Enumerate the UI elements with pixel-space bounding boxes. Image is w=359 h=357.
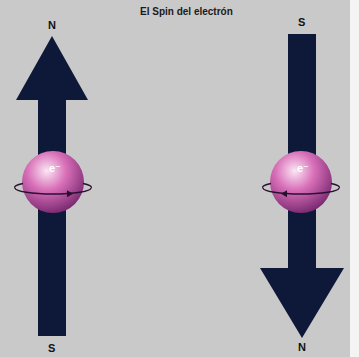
electron-ball — [270, 151, 332, 213]
electron-sphere: e⁻ — [259, 146, 343, 218]
diagram-title: El Spin del electrón — [140, 6, 233, 17]
sphere-drawing — [259, 146, 343, 218]
pole-label: S — [48, 342, 55, 354]
rotation-orbit — [263, 184, 271, 189]
rotation-orbit — [263, 188, 339, 194]
edge-strip — [350, 0, 359, 357]
electron-symbol: e⁻ — [297, 162, 309, 175]
spin-down-arrow — [260, 34, 344, 338]
electron-ball — [22, 151, 84, 213]
pole-label: N — [48, 19, 56, 31]
sphere-drawing — [11, 146, 95, 218]
pole-label: S — [298, 16, 305, 28]
rotation-orbit — [15, 184, 23, 189]
rotation-arrowhead — [67, 190, 73, 197]
rotation-arrowhead — [281, 190, 287, 197]
rotation-orbit — [331, 184, 339, 189]
rotation-orbit — [15, 188, 91, 194]
spin-up-arrow — [16, 36, 88, 336]
electron-symbol: e⁻ — [49, 162, 61, 175]
electron-sphere: e⁻ — [11, 146, 95, 218]
rotation-orbit — [83, 184, 91, 189]
pole-label: N — [298, 341, 306, 353]
